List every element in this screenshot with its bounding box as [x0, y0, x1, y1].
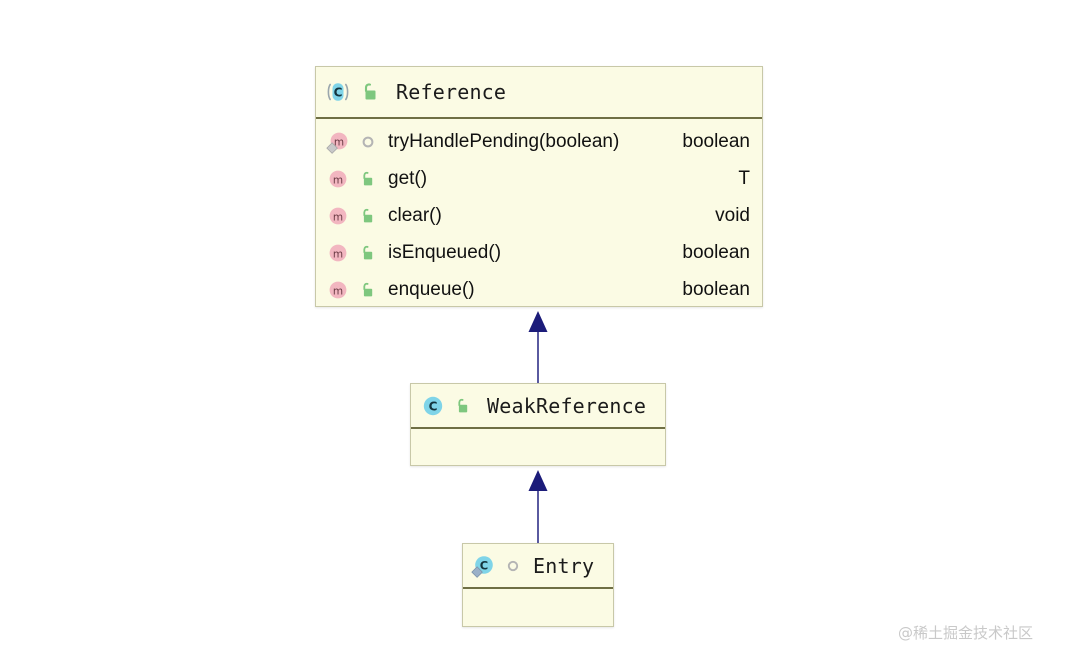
unlock-icon — [358, 80, 382, 104]
uml-member-row[interactable]: m enqueue() boolean — [316, 271, 762, 308]
abstract-class-icon: C — [326, 80, 350, 104]
uml-member-return-type: T — [738, 167, 750, 189]
method-icon: m — [326, 204, 350, 228]
watermark: @稀土掘金技术社区 — [898, 624, 1034, 642]
svg-text:m: m — [333, 174, 343, 186]
unlock-icon — [358, 280, 378, 300]
unlock-icon — [358, 169, 378, 189]
uml-member-row[interactable]: m get() T — [316, 160, 762, 197]
svg-text:C: C — [429, 399, 438, 413]
unlock-icon — [358, 243, 378, 263]
uml-class-header-entry: C Entry — [463, 544, 613, 589]
uml-member-signature: get() — [388, 167, 428, 189]
package-private-icon — [358, 132, 378, 152]
uml-member-signature: tryHandlePending(boolean) — [388, 130, 620, 152]
uml-class-header-weakreference: C WeakReference — [411, 384, 665, 429]
uml-class-weakreference[interactable]: C WeakReference — [410, 383, 666, 466]
method-icon: m — [326, 241, 350, 265]
uml-member-return-type: boolean — [682, 241, 750, 263]
uml-member-signature: enqueue() — [388, 278, 475, 300]
method-icon: m — [326, 278, 350, 302]
generalization-arrow-entry-to-weakreference — [521, 466, 555, 544]
uml-member-return-type: boolean — [682, 278, 750, 300]
uml-class-reference[interactable]: C Reference m — [315, 66, 763, 307]
svg-text:m: m — [333, 285, 343, 297]
uml-member-row[interactable]: m clear() void — [316, 197, 762, 234]
unlock-icon — [453, 396, 473, 416]
method-static-icon: m — [326, 130, 350, 154]
uml-class-entry[interactable]: C Entry — [462, 543, 614, 627]
uml-member-signature: clear() — [388, 204, 442, 226]
svg-text:C: C — [334, 86, 343, 100]
unlock-icon — [358, 206, 378, 226]
uml-members-reference: m tryHandlePending(boolean) boolean — [316, 119, 762, 314]
uml-class-name-entry: Entry — [533, 553, 595, 578]
uml-member-return-type: boolean — [682, 130, 750, 152]
uml-member-signature: isEnqueued() — [388, 241, 502, 263]
uml-member-row[interactable]: m tryHandlePending(boolean) boolean — [316, 123, 762, 160]
uml-class-header-reference: C Reference — [316, 67, 762, 119]
svg-text:C: C — [480, 558, 488, 572]
generalization-arrow-weakreference-to-reference — [521, 307, 555, 385]
uml-member-row[interactable]: m isEnqueued() boolean — [316, 234, 762, 271]
uml-member-return-type: void — [715, 204, 750, 226]
method-icon: m — [326, 167, 350, 191]
svg-text:m: m — [333, 248, 343, 260]
svg-text:m: m — [333, 211, 343, 223]
static-class-icon: C — [471, 554, 495, 578]
uml-class-name-reference: Reference — [396, 80, 507, 104]
svg-text:m: m — [334, 136, 344, 148]
package-private-icon — [503, 556, 523, 576]
class-icon: C — [421, 394, 445, 418]
uml-class-name-weakreference: WeakReference — [487, 393, 647, 418]
